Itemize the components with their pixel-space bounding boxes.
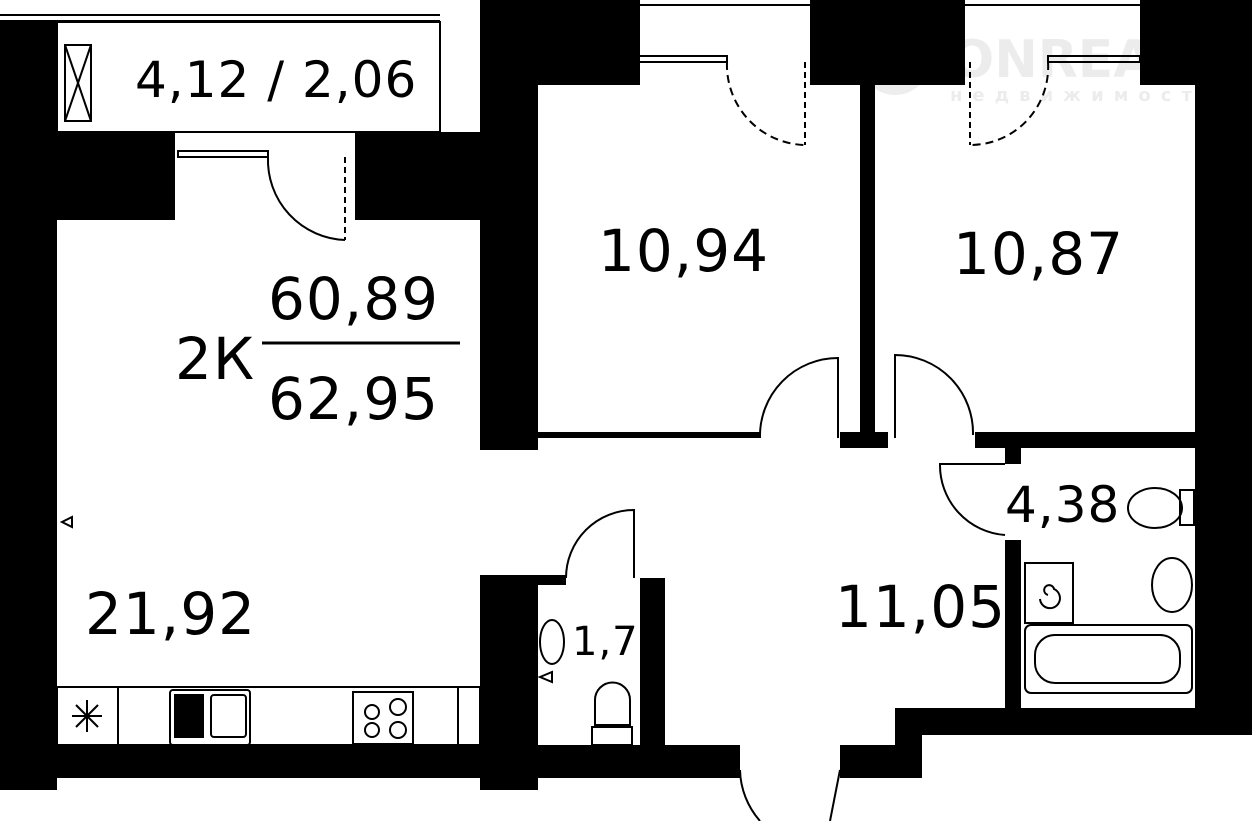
watermark-brand: ONREALT — [950, 30, 1214, 90]
wc-area: 1,73 — [572, 619, 666, 665]
bathroom-area: 4,38 — [1005, 476, 1121, 534]
living-area: 60,89 — [268, 265, 440, 333]
hall-area: 11,05 — [835, 573, 1007, 641]
bedroom-1-area: 10,94 — [598, 217, 770, 285]
fixtures — [0, 4, 1195, 821]
walls — [0, 0, 1252, 790]
watermark-subtitle: недвижимость — [950, 85, 1224, 106]
balcony-area: 4,12 / 2,06 — [135, 51, 418, 109]
apartment-type: 2К — [175, 325, 256, 393]
watermark-logo-icon — [860, 25, 930, 95]
living-kitchen-area: 21,92 — [85, 580, 257, 648]
total-area: 62,95 — [268, 365, 440, 433]
bedroom-2-area: 10,87 — [953, 220, 1125, 288]
